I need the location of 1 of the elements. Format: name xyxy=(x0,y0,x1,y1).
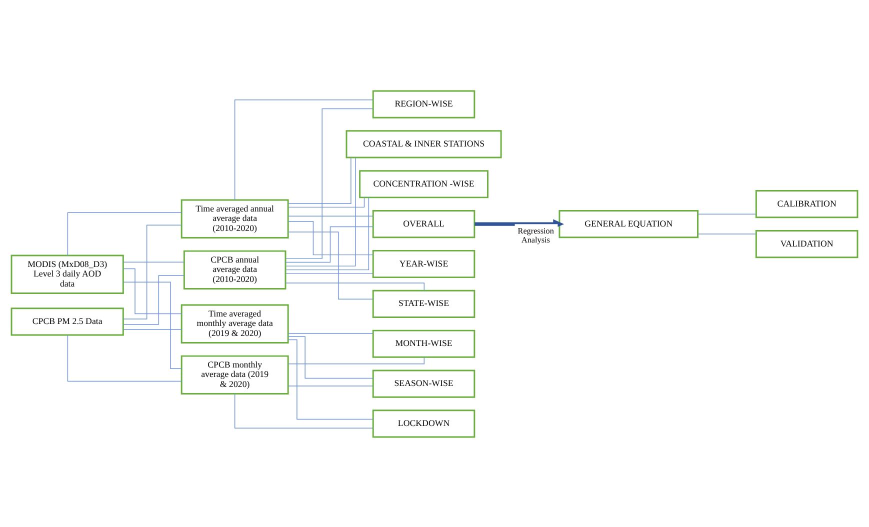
edge-label: Regression Analysis xyxy=(518,226,554,244)
